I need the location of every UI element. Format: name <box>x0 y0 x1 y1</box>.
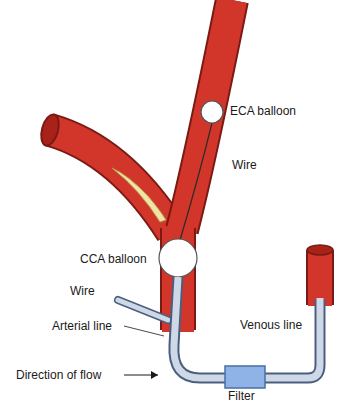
part-label: ECA balloon <box>230 104 296 118</box>
flow-arrowhead <box>151 371 158 379</box>
vein-lumen <box>307 245 333 255</box>
venous-line <box>265 298 320 378</box>
venous-line-outline <box>265 300 320 378</box>
part-label: CCA balloon <box>80 252 147 266</box>
part-label: Wire <box>232 158 257 172</box>
eca-artery <box>182 0 232 230</box>
vein-outline <box>306 250 334 305</box>
eca-outline <box>182 0 232 230</box>
part-label: Filter <box>228 389 255 403</box>
filter-box <box>225 366 265 388</box>
plaque <box>112 168 166 222</box>
vein <box>308 250 332 306</box>
arterial-line-outline <box>174 277 225 378</box>
part-label: Wire <box>70 284 95 298</box>
guide-wire <box>180 123 212 240</box>
ica-lumen <box>38 112 62 147</box>
eca-balloon <box>201 101 223 123</box>
cca-balloon <box>159 239 197 277</box>
side-port <box>118 300 168 320</box>
part-label: Arterial line <box>52 319 112 333</box>
arterial-line <box>174 277 225 378</box>
part-label: Venous line <box>240 318 302 332</box>
leader-line <box>124 326 164 336</box>
ica-artery <box>50 130 172 232</box>
ica-outline <box>50 130 172 232</box>
side-port-outline <box>118 300 168 320</box>
part-label: Direction of flow <box>16 368 101 382</box>
